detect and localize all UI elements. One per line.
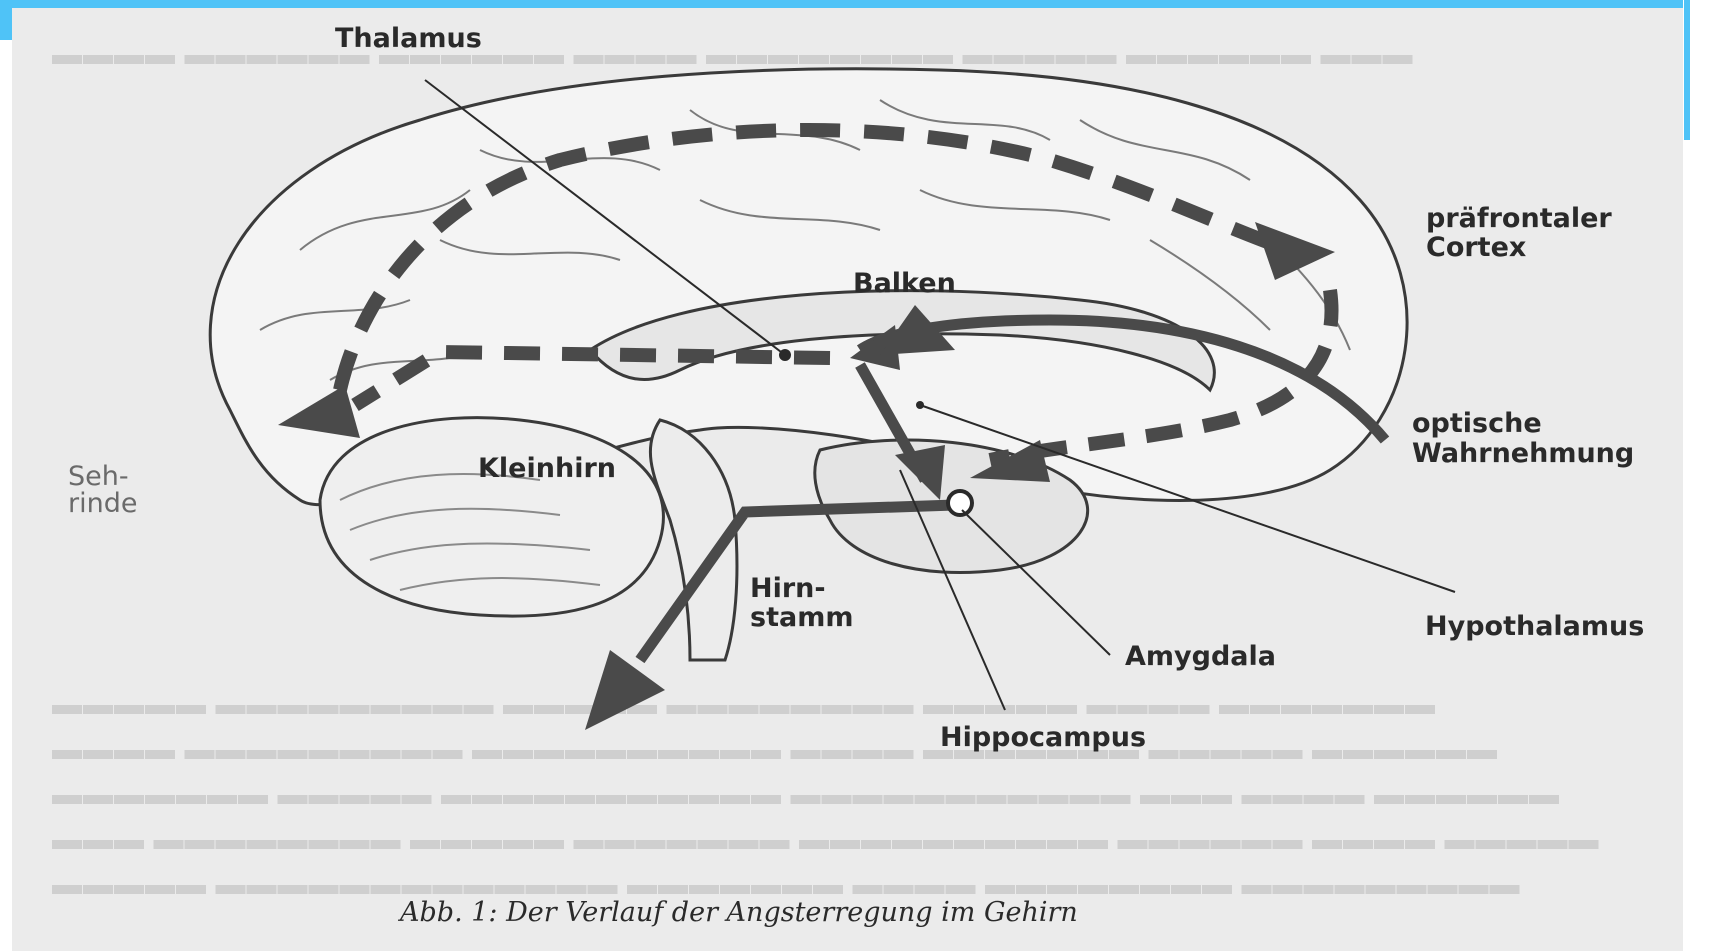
slide-right-accent [1684,0,1690,140]
label-sehrinde-line1: Seh- [68,463,129,490]
label-sehrinde-line2: rinde [68,490,137,517]
amygdala-node [948,491,972,515]
label-praefrontal-line1: präfrontaler [1426,205,1612,232]
label-hypothalamus: Hypothalamus [1425,613,1644,640]
arrowhead-brainstem-down [585,650,665,730]
label-optisch-line1: optische [1412,410,1542,437]
figure-caption: Abb. 1: Der Verlauf der Angsterregung im… [400,897,1078,928]
cerebellum [320,418,663,617]
label-amygdala: Amygdala [1125,643,1276,670]
label-balken: Balken [853,270,956,297]
label-praefrontal-line2: Cortex [1426,234,1526,261]
label-kleinhirn: Kleinhirn [478,455,616,482]
label-hippocampus: Hippocampus [940,724,1146,751]
label-optisch-line2: Wahrnehmung [1412,440,1634,467]
label-thalamus: Thalamus [335,25,482,52]
label-hirnstamm-line2: stamm [750,604,853,631]
label-hirnstamm-line1: Hirn- [750,575,826,602]
slide-right-margin [1683,0,1713,951]
